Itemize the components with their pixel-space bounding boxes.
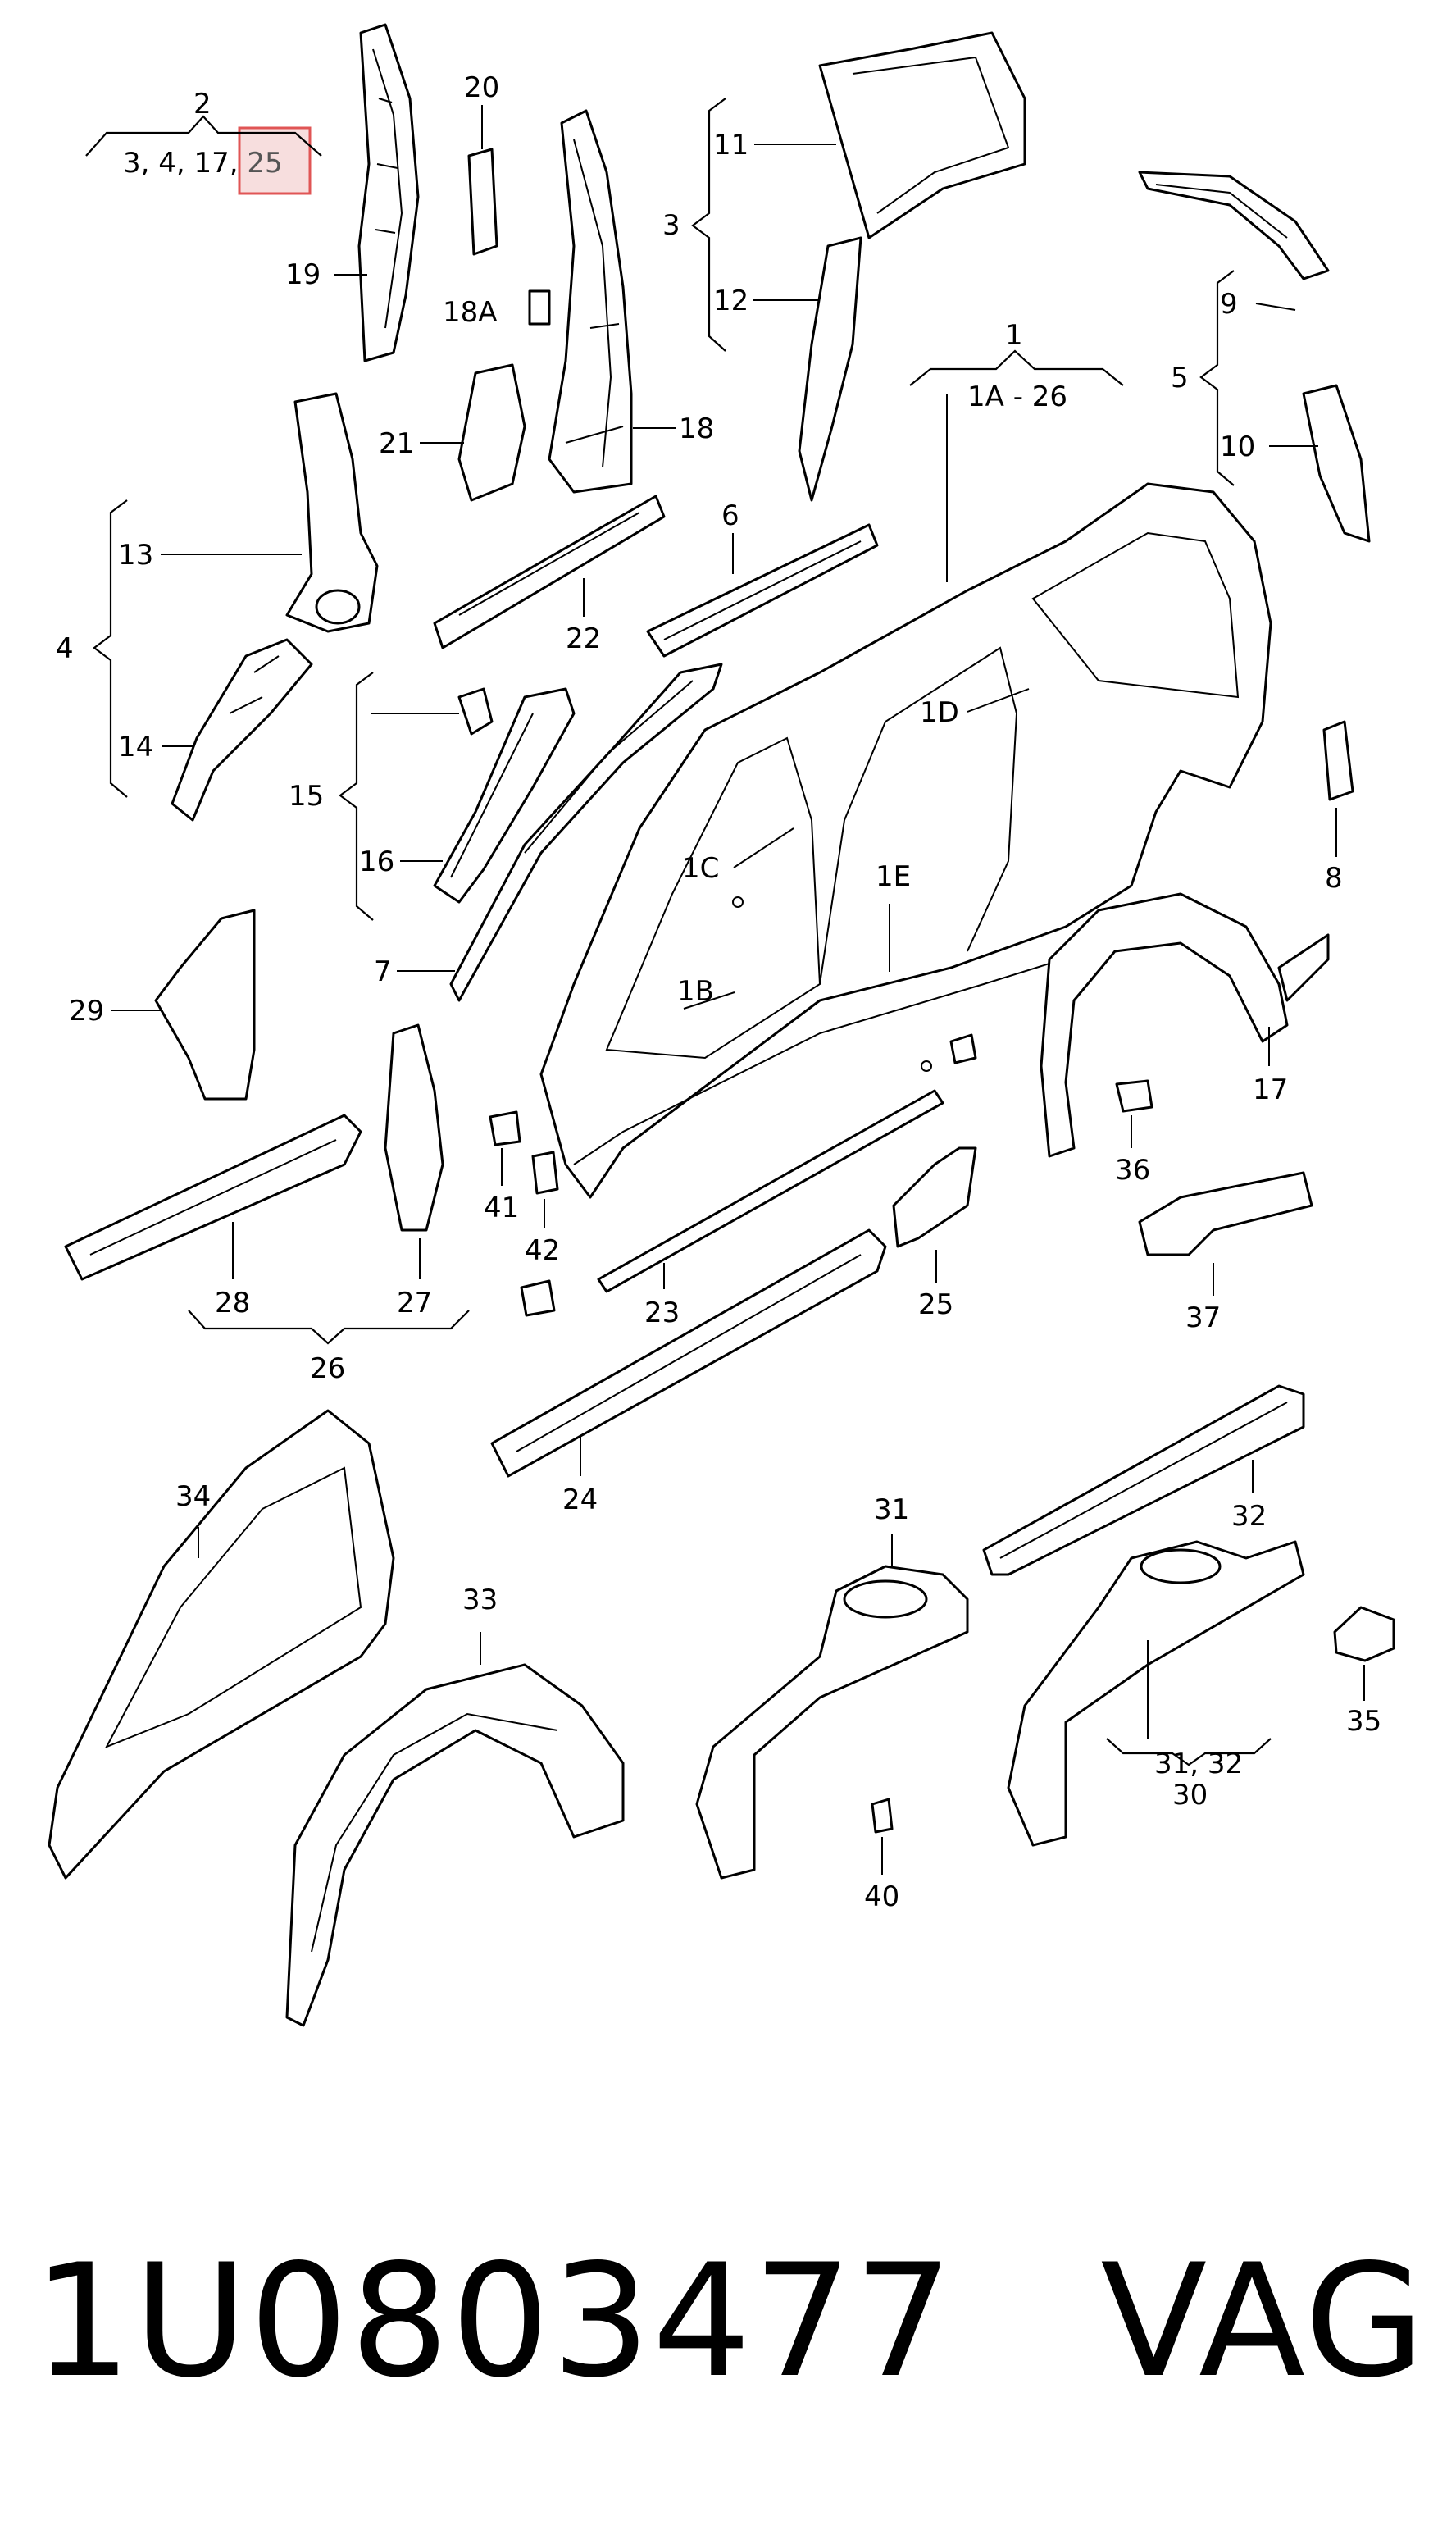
label-16: 16 — [359, 845, 394, 878]
label-1a-26: 1A - 26 — [967, 381, 1067, 413]
label-10: 10 — [1220, 431, 1255, 463]
part-34 — [48, 1409, 395, 1880]
caption: 1U0803477 VAG — [33, 2214, 1426, 2427]
part-41 — [489, 1110, 521, 1146]
label-1e: 1E — [876, 860, 911, 893]
part-18a — [528, 289, 551, 326]
label-36: 36 — [1115, 1154, 1150, 1187]
part-13 — [285, 392, 379, 633]
highlight-box — [238, 126, 312, 195]
label-1c: 1C — [682, 852, 719, 885]
label-31: 31 — [874, 1493, 909, 1526]
part-25 — [892, 1146, 977, 1248]
part-17-arch — [1040, 892, 1289, 1158]
label-32: 32 — [1231, 1500, 1267, 1533]
brace-4 — [93, 499, 128, 798]
label-1d: 1D — [920, 696, 959, 729]
label-41: 41 — [484, 1192, 519, 1224]
part-30 — [1007, 1540, 1305, 1847]
label-22: 22 — [566, 622, 601, 655]
label-17: 17 — [1253, 1073, 1288, 1106]
label-20: 20 — [464, 71, 499, 104]
label-18: 18 — [679, 412, 714, 445]
label-14: 14 — [118, 731, 153, 763]
part-29 — [154, 909, 256, 1101]
brace-5 — [1199, 270, 1235, 486]
brace-30 — [1106, 1738, 1272, 1766]
label-21: 21 — [379, 427, 414, 460]
label-15: 15 — [289, 780, 324, 813]
part-7 — [449, 663, 723, 1002]
label-4: 4 — [56, 632, 74, 665]
brand-name: VAG — [1100, 2230, 1426, 2412]
label-34: 34 — [175, 1480, 211, 1513]
label-18a: 18A — [443, 296, 498, 329]
part-40 — [871, 1798, 894, 1834]
part-27 — [384, 1023, 444, 1232]
part-20 — [467, 148, 498, 256]
part-35 — [1333, 1606, 1395, 1662]
label-27: 27 — [397, 1287, 432, 1319]
label-3: 3 — [662, 209, 680, 242]
label-8: 8 — [1325, 862, 1343, 895]
label-7: 7 — [374, 955, 392, 988]
brace-26 — [188, 1310, 470, 1345]
label-24: 24 — [562, 1484, 598, 1516]
label-26: 26 — [310, 1352, 345, 1385]
label-6: 6 — [721, 499, 739, 532]
label-13: 13 — [118, 539, 153, 572]
part-37 — [1138, 1171, 1313, 1256]
brace-15 — [339, 672, 374, 921]
label-42: 42 — [525, 1234, 560, 1267]
label-30: 30 — [1172, 1779, 1208, 1812]
part-23 — [597, 1089, 944, 1293]
part-22 — [433, 495, 666, 649]
part-21 — [457, 363, 526, 502]
brace-3 — [691, 98, 726, 352]
part-11 — [818, 31, 1026, 239]
label-2-list: 3, 4, 17, 25 — [123, 147, 283, 180]
part-1-side-panel — [539, 482, 1272, 1199]
label-19: 19 — [285, 258, 321, 291]
part-18-pillar — [548, 109, 633, 494]
label-1: 1 — [1005, 319, 1023, 352]
label-33: 33 — [462, 1584, 498, 1616]
label-12: 12 — [713, 285, 748, 317]
part-14 — [171, 638, 313, 822]
label-1b: 1B — [677, 975, 714, 1008]
label-2: 2 — [193, 88, 212, 121]
brace-2 — [85, 115, 322, 157]
parts-diagram: 2 3, 4, 17, 25 19 20 18A 18 21 22 11 12 … — [48, 23, 1395, 2027]
label-29: 29 — [69, 995, 104, 1028]
part-16 — [433, 687, 576, 904]
part-31 — [695, 1565, 969, 1880]
brace-1 — [909, 349, 1124, 386]
part-19-pillar — [357, 23, 420, 362]
label-25: 25 — [918, 1288, 953, 1321]
part-9 — [1138, 171, 1330, 280]
part-number: 1U0803477 — [33, 2230, 955, 2412]
label-11: 11 — [713, 129, 748, 162]
label-5: 5 — [1171, 362, 1189, 394]
part-8 — [1322, 720, 1354, 801]
part-12 — [798, 236, 862, 502]
part-33 — [285, 1663, 625, 2027]
part-10 — [1302, 384, 1371, 543]
label-35: 35 — [1346, 1705, 1381, 1738]
part-42 — [531, 1151, 559, 1195]
label-37: 37 — [1185, 1301, 1221, 1334]
label-28: 28 — [215, 1287, 250, 1319]
part-36 — [1115, 1079, 1153, 1113]
label-9: 9 — [1220, 288, 1238, 321]
label-40: 40 — [864, 1880, 899, 1913]
part-15-clip — [457, 687, 494, 736]
label-23: 23 — [644, 1297, 680, 1329]
